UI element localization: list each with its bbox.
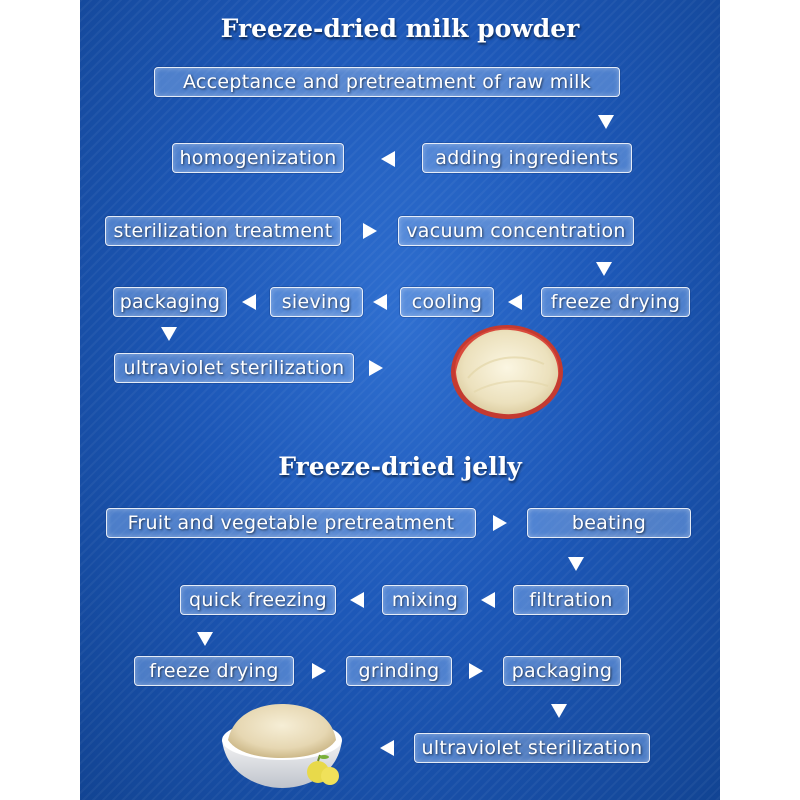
arrow-down-icon xyxy=(565,553,587,575)
arrow-right-icon xyxy=(465,660,487,682)
arrow-down-icon xyxy=(158,323,180,345)
step-sterilization-treatment: sterilization treatment xyxy=(105,216,341,246)
jelly-powder-bowl xyxy=(218,700,348,790)
arrow-down-icon xyxy=(548,700,570,722)
step-grinding: grinding xyxy=(346,656,452,686)
arrow-left-icon xyxy=(477,589,499,611)
step-ultraviolet-sterilization: ultraviolet sterilization xyxy=(114,353,354,383)
step-adding-ingredients: adding ingredients xyxy=(422,143,632,173)
arrow-left-icon xyxy=(504,291,526,313)
arrow-left-icon xyxy=(369,291,391,313)
arrow-left-icon xyxy=(376,737,398,759)
process-panel: Freeze-dried milk powder Acceptance and … xyxy=(80,0,720,800)
arrow-right-icon xyxy=(359,220,381,242)
jelly-section-title: Freeze-dried jelly xyxy=(278,452,522,481)
step-homogenization: homogenization xyxy=(172,143,344,173)
step-fruit-vegetable-pretreatment: Fruit and vegetable pretreatment xyxy=(106,508,476,538)
step-sieving: sieving xyxy=(270,287,363,317)
step-cooling: cooling xyxy=(400,287,494,317)
step-quick-freezing: quick freezing xyxy=(180,585,336,615)
arrow-right-icon xyxy=(365,357,387,379)
step-vacuum-concentration: vacuum concentration xyxy=(398,216,634,246)
arrow-down-icon xyxy=(194,628,216,650)
step-packaging-jelly: packaging xyxy=(503,656,621,686)
step-acceptance: Acceptance and pretreatment of raw milk xyxy=(154,67,620,97)
step-freeze-drying-jelly: freeze drying xyxy=(134,656,294,686)
arrow-left-icon xyxy=(238,291,260,313)
arrow-right-icon xyxy=(489,512,511,534)
step-freeze-drying: freeze drying xyxy=(541,287,690,317)
step-mixing: mixing xyxy=(382,585,468,615)
step-filtration: filtration xyxy=(513,585,629,615)
arrow-left-icon xyxy=(377,148,399,170)
milk-powder-plate xyxy=(448,320,566,420)
milk-section-title: Freeze-dried milk powder xyxy=(220,14,580,43)
arrow-down-icon xyxy=(595,111,617,133)
arrow-left-icon xyxy=(346,589,368,611)
step-packaging: packaging xyxy=(113,287,227,317)
arrow-down-icon xyxy=(593,258,615,280)
arrow-right-icon xyxy=(308,660,330,682)
step-beating: beating xyxy=(527,508,691,538)
step-ultraviolet-sterilization-jelly: ultraviolet sterilization xyxy=(414,733,650,763)
